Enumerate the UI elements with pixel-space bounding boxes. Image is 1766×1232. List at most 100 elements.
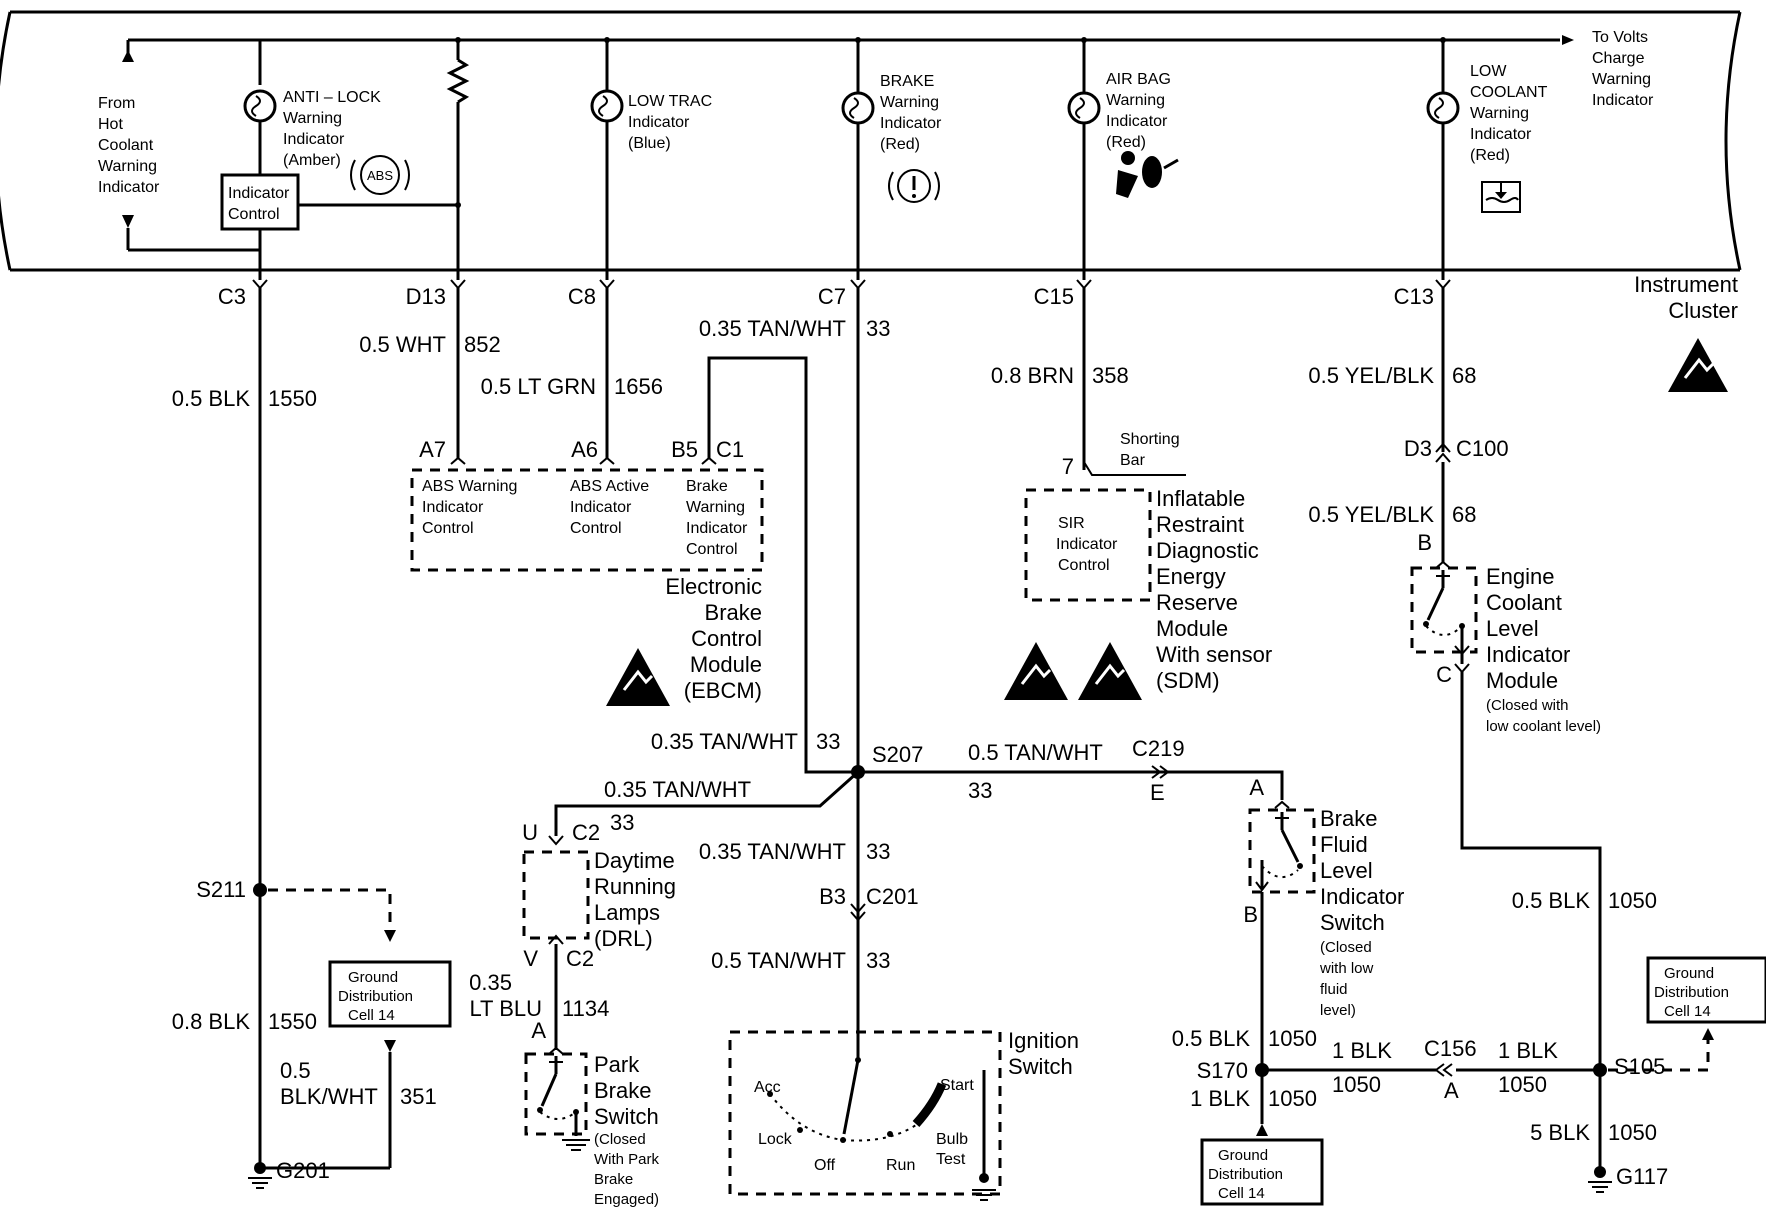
svg-text:C3: C3 bbox=[218, 284, 246, 309]
svg-text:0.5 WHT: 0.5 WHT bbox=[359, 332, 446, 357]
from-hot-arrow-icon bbox=[122, 215, 134, 228]
svg-text:Cell 14: Cell 14 bbox=[348, 1007, 395, 1024]
svg-text:Ground: Ground bbox=[1218, 1147, 1268, 1164]
svg-text:A6: A6 bbox=[571, 437, 598, 462]
ground-distribution-cell-left bbox=[328, 960, 452, 1028]
ground-g117-icon bbox=[1588, 1166, 1612, 1193]
svg-text:ABS Active: ABS Active bbox=[570, 478, 649, 495]
svg-text:B3: B3 bbox=[819, 884, 846, 909]
svg-text:Lock: Lock bbox=[758, 1131, 793, 1148]
resistor-icon bbox=[446, 58, 470, 104]
svg-text:B: B bbox=[1243, 902, 1258, 927]
svg-text:Test: Test bbox=[936, 1151, 966, 1168]
svg-text:(Amber): (Amber) bbox=[283, 152, 341, 169]
svg-text:C7: C7 bbox=[818, 284, 846, 309]
shorting-bar-label: Shorting Bar bbox=[1120, 431, 1180, 469]
svg-text:Running: Running bbox=[594, 874, 676, 899]
svg-text:Indicator: Indicator bbox=[1106, 113, 1168, 130]
svg-text:Coolant: Coolant bbox=[1486, 590, 1562, 615]
svg-text:Brake: Brake bbox=[1320, 806, 1377, 831]
svg-text:With Park: With Park bbox=[594, 1151, 660, 1168]
svg-text:level): level) bbox=[1320, 1002, 1356, 1019]
brake-warning-symbol-icon bbox=[888, 169, 940, 203]
svg-text:Indicator: Indicator bbox=[98, 179, 160, 196]
svg-text:(EBCM): (EBCM) bbox=[684, 678, 762, 703]
svg-text:(Closed: (Closed bbox=[594, 1131, 646, 1148]
cluster-bus bbox=[122, 35, 1574, 62]
instrument-cluster-outline bbox=[0, 10, 1742, 272]
park-brake-switch bbox=[524, 1052, 588, 1136]
svg-text:Distribution: Distribution bbox=[338, 988, 413, 1005]
svg-text:C219: C219 bbox=[1132, 736, 1185, 761]
svg-text:To Volts: To Volts bbox=[1592, 29, 1648, 46]
svg-text:Switch: Switch bbox=[1320, 910, 1385, 935]
antilock-label: ANTI – LOCK Warning Indicator (Amber) bbox=[283, 89, 381, 169]
ignition-label: Ignition Switch bbox=[1008, 1028, 1079, 1079]
svg-text:Restraint: Restraint bbox=[1156, 512, 1244, 537]
ground-distribution-cell-right bbox=[1646, 956, 1766, 1024]
connector-d13: D13 bbox=[406, 279, 466, 309]
svg-text:S170: S170 bbox=[1197, 1058, 1248, 1083]
svg-text:fluid: fluid bbox=[1320, 981, 1348, 998]
esd-ebcm-icon bbox=[606, 648, 670, 706]
svg-text:Energy: Energy bbox=[1156, 564, 1226, 589]
svg-text:1 BLK: 1 BLK bbox=[1332, 1038, 1392, 1063]
airbag-label: AIR BAG Warning Indicator (Red) bbox=[1106, 71, 1171, 151]
svg-text:Indicator: Indicator bbox=[422, 499, 484, 516]
drl-module bbox=[522, 850, 590, 940]
svg-text:BLK/WHT: BLK/WHT bbox=[280, 1084, 378, 1109]
svg-text:A7: A7 bbox=[419, 437, 446, 462]
svg-text:B: B bbox=[1417, 530, 1432, 555]
svg-text:Warning: Warning bbox=[98, 158, 157, 175]
svg-text:Level: Level bbox=[1320, 858, 1373, 883]
svg-text:A: A bbox=[531, 1018, 546, 1043]
svg-text:33: 33 bbox=[866, 948, 890, 973]
svg-text:Control: Control bbox=[691, 626, 762, 651]
svg-text:Acc: Acc bbox=[754, 1079, 781, 1096]
svg-text:LT BLU: LT BLU bbox=[469, 996, 542, 1021]
svg-text:0.35: 0.35 bbox=[469, 970, 512, 995]
svg-text:LOW TRAC: LOW TRAC bbox=[628, 93, 712, 110]
esd-cluster-icon bbox=[1668, 338, 1728, 392]
drl-label: Daytime Running Lamps (DRL) bbox=[594, 848, 676, 951]
svg-text:(Closed: (Closed bbox=[1320, 939, 1372, 956]
svg-text:(Red): (Red) bbox=[1106, 134, 1146, 151]
svg-text:C13: C13 bbox=[1394, 284, 1434, 309]
from-hot-coolant-label: From Hot Coolant Warning Indicator bbox=[98, 95, 160, 196]
svg-text:Ground: Ground bbox=[348, 969, 398, 986]
svg-text:ANTI – LOCK: ANTI – LOCK bbox=[283, 89, 381, 106]
svg-text:BRAKE: BRAKE bbox=[880, 73, 934, 90]
brake-lamp-icon bbox=[841, 91, 875, 125]
svg-text:Start: Start bbox=[940, 1077, 974, 1094]
svg-text:Indicator: Indicator bbox=[1592, 92, 1654, 109]
svg-text:(DRL): (DRL) bbox=[594, 926, 653, 951]
svg-text:33: 33 bbox=[866, 839, 890, 864]
svg-text:Engaged): Engaged) bbox=[594, 1191, 659, 1208]
svg-text:C2: C2 bbox=[566, 946, 594, 971]
svg-text:Bar: Bar bbox=[1120, 452, 1146, 469]
svg-text:Brake: Brake bbox=[705, 600, 762, 625]
svg-text:Electronic: Electronic bbox=[665, 574, 762, 599]
ebcm-abs-active-control: ABS Active Indicator Control bbox=[570, 478, 649, 537]
engine-coolant-label: Engine Coolant Level Indicator Module (C… bbox=[1486, 564, 1601, 735]
svg-text:Warning: Warning bbox=[880, 94, 939, 111]
svg-text:(Red): (Red) bbox=[1470, 147, 1510, 164]
svg-text:Instrument: Instrument bbox=[1634, 272, 1738, 297]
svg-text:0.5 LT GRN: 0.5 LT GRN bbox=[481, 374, 596, 399]
esd-sdm-icon-right bbox=[1078, 642, 1142, 700]
svg-text:(Red): (Red) bbox=[880, 136, 920, 153]
ignition-switch bbox=[728, 1030, 1002, 1196]
svg-text:A: A bbox=[1444, 1078, 1459, 1103]
svg-text:Fluid: Fluid bbox=[1320, 832, 1368, 857]
esd-sdm-icon-left bbox=[1004, 642, 1068, 700]
svg-text:1050: 1050 bbox=[1268, 1026, 1317, 1051]
svg-text:Run: Run bbox=[886, 1157, 915, 1174]
airbag-symbol-icon bbox=[1116, 151, 1179, 198]
svg-text:With sensor: With sensor bbox=[1156, 642, 1272, 667]
svg-text:(SDM): (SDM) bbox=[1156, 668, 1220, 693]
svg-text:33: 33 bbox=[968, 778, 992, 803]
svg-text:1050: 1050 bbox=[1498, 1072, 1547, 1097]
svg-text:0.5 TAN/WHT: 0.5 TAN/WHT bbox=[711, 948, 846, 973]
svg-text:with low: with low bbox=[1319, 960, 1374, 977]
svg-text:Indicator: Indicator bbox=[1470, 126, 1532, 143]
